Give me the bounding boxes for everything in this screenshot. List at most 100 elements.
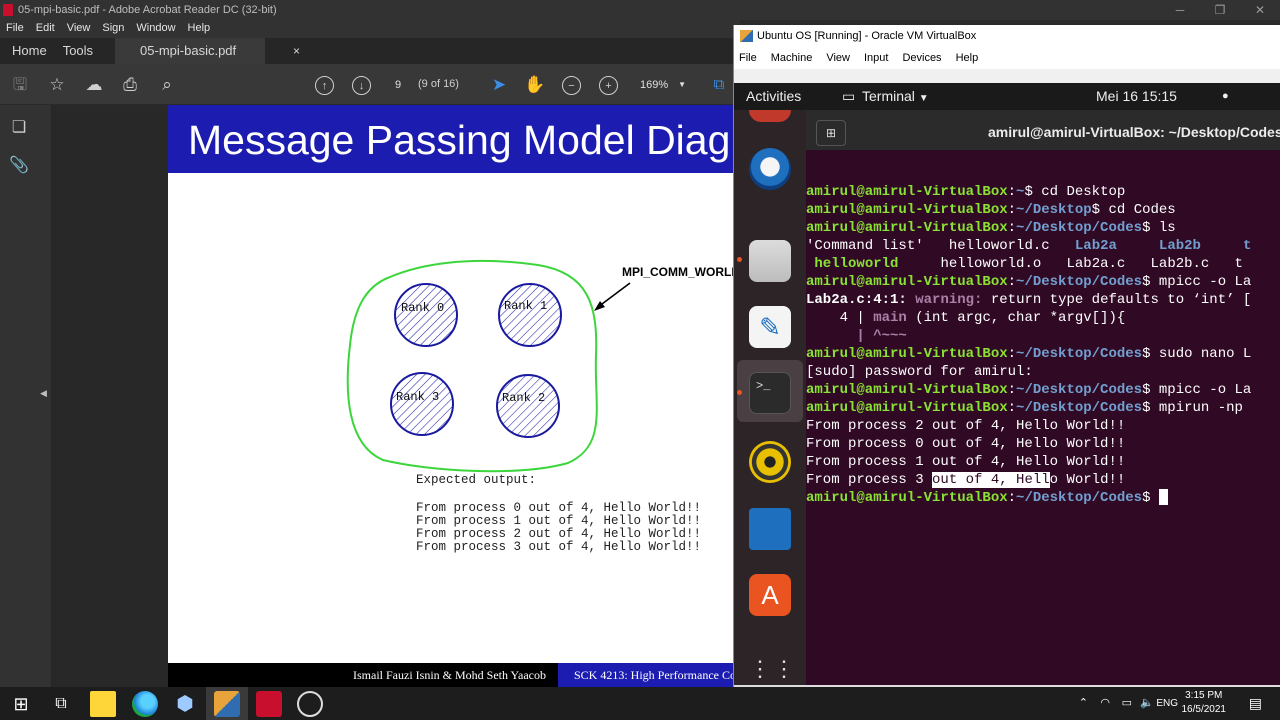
comm-world-boundary [346,259,598,473]
thunderbird-icon[interactable] [749,148,791,190]
new-tab-icon[interactable]: ⊞ [816,120,846,146]
document-gutter [52,105,168,687]
menu-edit[interactable]: Edit [35,22,55,34]
acrobat-title-bar: 05-mpi-basic.pdf - Adobe Acrobat Reader … [0,0,1280,20]
vbox-menu-input[interactable]: Input [863,52,889,64]
terminal-dock-icon[interactable]: >_ [749,372,791,414]
obs-icon[interactable] [297,691,323,717]
virtualbox-taskbar-icon[interactable]: ⬢ [176,693,194,715]
files-icon[interactable] [749,240,791,282]
tab-document[interactable]: 05-mpi-basic.pdf × [115,38,300,64]
slide-title-bar: Message Passing Model Diagram [168,105,734,173]
rhythmbox-icon[interactable] [749,441,791,483]
search-icon[interactable]: ⌕ [162,75,172,94]
comm-arrow [597,282,631,308]
page-down-icon[interactable]: ↓ [352,76,371,95]
vbox-menu-help[interactable]: Help [955,52,979,64]
zoom-level-select[interactable]: 169%▼ [632,75,692,95]
tab-home[interactable]: Home [12,43,47,58]
upload-cloud-icon[interactable]: ☁ [85,75,103,94]
thumbnails-icon[interactable]: ❏ [11,119,27,136]
terminal-app-menu[interactable]: Terminal ▼ [862,83,929,112]
windows-start-icon[interactable]: ⊞ [13,694,29,714]
notifications-icon[interactable]: ▤ [1248,695,1262,711]
menu-view[interactable]: View [66,22,91,34]
menu-window[interactable]: Window [136,22,176,34]
close-icon[interactable]: ✕ [1254,3,1266,17]
rank-3-circle [390,372,454,436]
tab-close-icon[interactable]: × [293,44,301,58]
expected-line: From process 3 out of 4, Hello World!! [416,540,702,554]
page-number-input[interactable]: 9 [394,79,402,91]
terminal-line: 'Command list' helloworld.c Lab2a Lab2b … [806,238,1252,254]
select-cursor-icon[interactable]: ➤ [491,75,507,94]
hand-tool-icon[interactable]: ✋ [524,75,546,94]
firefox-icon[interactable] [749,110,791,122]
acrobat-taskbar-icon[interactable] [256,691,282,717]
maximize-icon[interactable]: ❐ [1214,3,1226,17]
vm-window-icon[interactable] [214,691,240,717]
chevron-down-icon: ▼ [678,80,686,89]
acrobat-tab-bar: Home Tools 05-mpi-basic.pdf × [0,38,740,64]
vbox-menu-view[interactable]: View [826,52,850,64]
show-applications-icon[interactable]: ⋮⋮⋮ [749,656,821,681]
zoom-in-icon[interactable]: + [599,76,618,95]
caret-down-icon: ▼ [918,93,929,104]
terminal-line: amirul@amirul-VirtualBox:~/Desktop/Codes… [806,220,1176,236]
terminal-line: [sudo] password for amirul: [806,364,1033,380]
terminal-line: amirul@amirul-VirtualBox:~/Desktop/Codes… [806,346,1252,362]
sticky-notes-icon[interactable] [90,691,116,717]
vbox-menu-file[interactable]: File [739,52,757,64]
print-icon[interactable]: ⎙ [123,75,137,94]
windows-taskbar: ⊞ ⧉ ⬢ ⌃ ◠ ▭ 🔈 ENG 3:15 PM 16/5/2021 ▤ [0,687,1280,720]
terminal-line: helloworld helloworld.o Lab2a.c Lab2b.c … [814,256,1243,272]
collapse-panel-icon[interactable]: ◀ [40,388,47,398]
rank-2-circle [496,374,560,438]
fit-page-icon[interactable]: ⧉ [713,76,725,93]
terminal-line: amirul@amirul-VirtualBox:~/Desktop/Codes… [806,274,1252,290]
mpi-diagram [346,259,631,473]
save-icon[interactable]: 🖫 [12,75,28,94]
battery-icon[interactable]: ▭ [1121,697,1132,709]
terminal-app-label: Terminal [862,88,915,104]
edge-icon[interactable] [132,691,158,717]
expected-line: From process 1 out of 4, Hello World!! [416,514,702,528]
terminal-line: 4 | main (int argc, char *argv[]){ [806,310,1126,326]
menu-help[interactable]: Help [187,22,211,34]
rank-1-label: Rank 1 [504,299,548,313]
tab-tools[interactable]: Tools [62,43,94,58]
vbox-menu-devices[interactable]: Devices [902,52,942,64]
slide-footer: Ismail Fauzi Isnin & Mohd Seth Yaacob SC… [168,663,734,687]
vbox-menu-machine[interactable]: Machine [770,52,813,64]
terminal-line: amirul@amirul-VirtualBox:~/Desktop/Codes… [806,382,1252,398]
terminal-app-icon: ▭ [842,88,856,104]
ubuntu-clock[interactable]: Mei 16 15:15 [1096,88,1177,104]
zoom-out-icon[interactable]: − [562,76,581,95]
bookmark-star-icon[interactable]: ☆ [49,75,65,94]
footer-course: SCK 4213: High Performance Computing [558,663,734,687]
task-view-icon[interactable]: ⧉ [55,695,67,712]
text-editor-icon[interactable]: ✎ [749,306,791,348]
terminal-output[interactable]: amirul@amirul-VirtualBox:~$ cd Desktop a… [806,150,1280,685]
terminal-line: From process 2 out of 4, Hello World!! [806,418,1126,434]
page-up-icon[interactable]: ↑ [315,76,334,95]
libreoffice-writer-icon[interactable] [749,508,791,550]
wifi-icon[interactable]: ◠ [1100,697,1110,709]
volume-icon[interactable]: 🔈 [1140,697,1154,709]
virtualbox-logo-icon [740,30,753,42]
attachment-icon[interactable]: 📎 [9,157,29,174]
terminal-title: amirul@amirul-VirtualBox: ~/Desktop/Code… [988,124,1280,140]
software-store-icon[interactable]: A [749,574,791,616]
minimize-icon[interactable]: ─ [1175,3,1185,17]
menu-file[interactable]: File [6,22,24,34]
terminal-line: From process 1 out of 4, Hello World!! [806,454,1126,470]
acrobat-left-panel: ❏ 📎 [0,105,52,687]
language-indicator[interactable]: ENG [1156,698,1178,709]
tray-chevron-up-icon[interactable]: ⌃ [1078,697,1088,709]
virtualbox-menu-bar: File Machine View Input Devices Help [734,47,1280,69]
taskbar-clock[interactable]: 3:15 PM 16/5/2021 [1182,689,1227,717]
menu-sign[interactable]: Sign [102,22,125,34]
terminal-line: amirul@amirul-VirtualBox:~/Desktop$ cd C… [806,202,1176,218]
comm-world-label: MPI_COMM_WORLD [622,265,734,279]
activities-button[interactable]: Activities [746,88,802,104]
